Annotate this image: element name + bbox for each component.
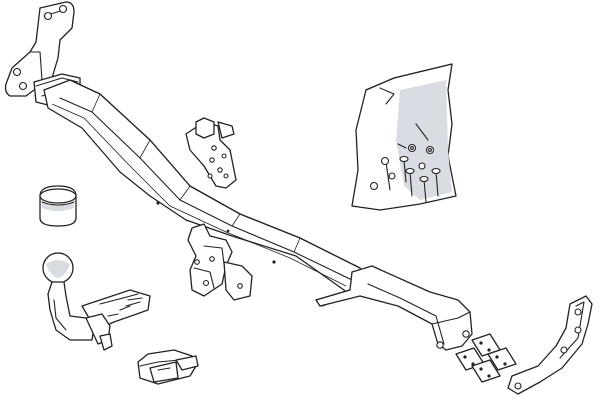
spacer-plate bbox=[487, 347, 517, 371]
fixing-kit-bag bbox=[351, 63, 457, 211]
detachable-swan-neck-tow-ball bbox=[42, 252, 151, 351]
tow-ball-cover bbox=[39, 185, 77, 227]
ball-receiver-socket bbox=[137, 349, 199, 385]
socket-mounting-plate bbox=[187, 223, 253, 301]
left-mounting-bracket bbox=[4, 1, 75, 97]
spacer-plate bbox=[471, 359, 501, 383]
right-mounting-bracket bbox=[507, 295, 593, 395]
socket-bracket-small bbox=[185, 117, 237, 189]
spacer-plates bbox=[455, 333, 517, 383]
bolt-set bbox=[369, 123, 441, 203]
crossbar-tow-beam bbox=[33, 73, 473, 351]
